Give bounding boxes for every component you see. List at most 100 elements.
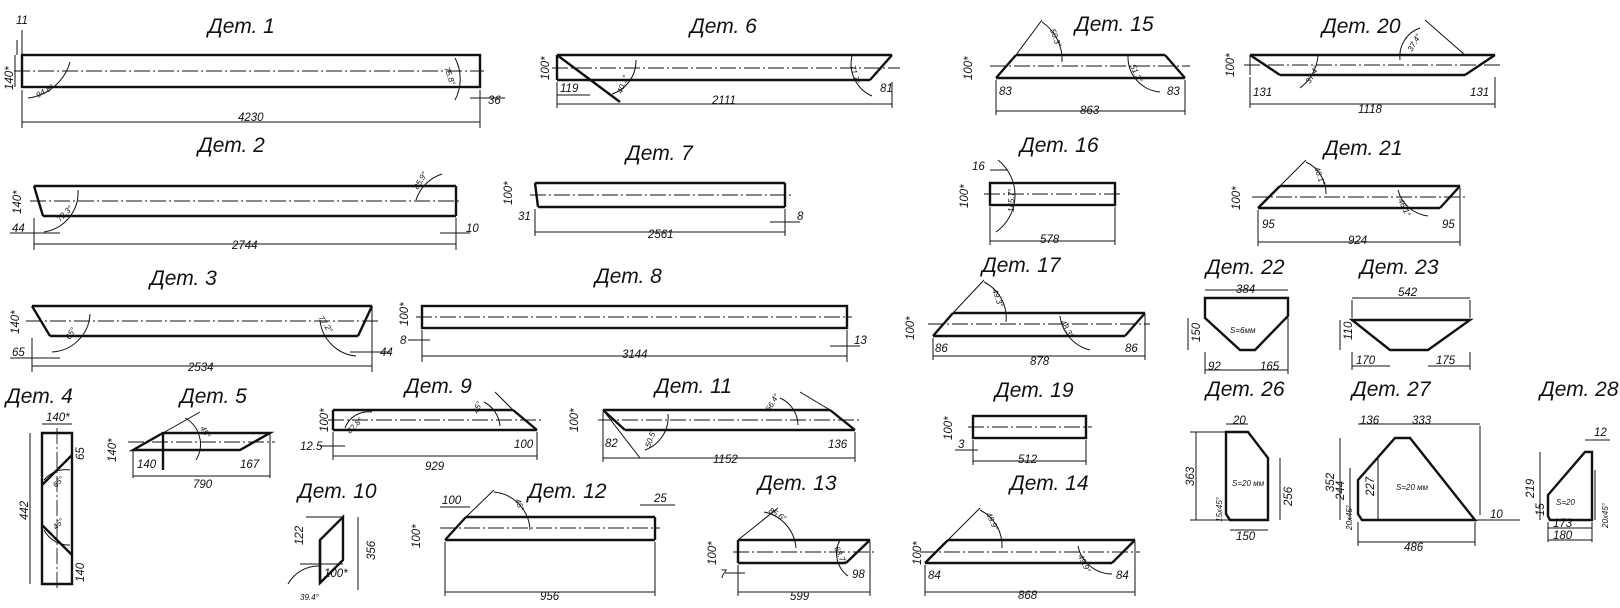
part-19: Дет. 19 100* 3 512 bbox=[943, 379, 1092, 466]
part-10-height: 356 bbox=[366, 540, 378, 560]
part-10: Дет. 10 122 356 100* 39.4° bbox=[287, 480, 378, 602]
part-12-height: 100* bbox=[411, 524, 423, 548]
part-17-title: Дет. 17 bbox=[980, 254, 1062, 277]
part-26-width: 150 bbox=[1236, 531, 1256, 543]
part-11-dim-82: 82 bbox=[605, 438, 618, 450]
part-28-dim-12: 12 bbox=[1594, 427, 1607, 439]
part-15: Дет. 15 100* 50.3° 51.3° 83 863 83 bbox=[963, 13, 1190, 117]
part-8-height: 100* bbox=[399, 302, 411, 326]
part-13-length: 599 bbox=[790, 591, 810, 603]
part-1: Дет. 1 4230 11 140* 94.8° 75.8° 36 bbox=[4, 15, 505, 128]
part-8-title: Дет. 8 bbox=[593, 265, 662, 288]
part-3-height: 140* bbox=[10, 310, 22, 334]
part-14: Дет. 14 100* 49.9° 49.9° 84 868 84 bbox=[912, 472, 1140, 602]
part-11: Дет. 11 100* 82 50.5° 56.4° 1152 136 bbox=[569, 375, 860, 466]
part-21-length: 924 bbox=[1348, 235, 1367, 247]
part-3-length: 2534 bbox=[187, 362, 214, 374]
part-8-length: 3144 bbox=[622, 349, 648, 361]
part-2-length: 2744 bbox=[231, 240, 258, 252]
part-4-width: 140* bbox=[46, 412, 70, 424]
part-17: Дет. 17 100* 49.3° 48.3° 86 878 86 bbox=[905, 254, 1150, 368]
part-17-dim-86-left: 86 bbox=[935, 343, 948, 355]
part-22-dim-165: 165 bbox=[1260, 361, 1280, 373]
part-17-height: 100* bbox=[905, 316, 917, 340]
part-17-length: 878 bbox=[1030, 356, 1050, 368]
part-3-angle-right: 77.2° bbox=[316, 314, 335, 335]
part-23-title: Дет. 23 bbox=[1358, 256, 1439, 279]
part-4-angle-bottom: 45° bbox=[51, 516, 66, 531]
part-27-title: Дет. 27 bbox=[1350, 378, 1432, 401]
part-15-dim-83-left: 83 bbox=[999, 86, 1012, 98]
part-2-angle-right: 85.9° bbox=[412, 170, 430, 191]
part-16-length: 578 bbox=[1040, 234, 1060, 246]
part-1-length: 4230 bbox=[238, 112, 264, 124]
part-27-dim-244: 244 bbox=[1335, 481, 1347, 501]
part-20-height: 100* bbox=[1225, 53, 1237, 77]
part-5-title: Дет. 5 bbox=[178, 385, 247, 408]
part-21-height: 100* bbox=[1231, 186, 1243, 210]
part-12-dim-100: 100 bbox=[442, 495, 462, 507]
part-27-dim-333: 333 bbox=[1412, 415, 1432, 427]
part-7-length: 2561 bbox=[647, 229, 674, 241]
part-3-angle-left: 65° bbox=[64, 325, 78, 341]
part-14-dim-84-right: 84 bbox=[1116, 570, 1129, 582]
part-9: Дет. 9 100* 12.5 82.8° 45° 929 100 bbox=[300, 375, 542, 473]
part-4-outline bbox=[40, 431, 74, 586]
part-27-dim-10: 10 bbox=[1490, 509, 1503, 521]
part-8: Дет. 8 100* 8 3144 13 bbox=[399, 265, 867, 362]
part-10-dim-100: 100* bbox=[324, 568, 348, 580]
part-26-chamfer: 15х45° bbox=[1215, 496, 1224, 522]
part-21: Дет. 21 100* 46.1° 46.1° 95 924 95 bbox=[1231, 137, 1465, 247]
part-28-width: 180 bbox=[1553, 530, 1573, 542]
part-4-title: Дет. 4 bbox=[4, 385, 73, 408]
part-13-height: 100* bbox=[707, 541, 719, 565]
part-15-title: Дет. 15 bbox=[1073, 13, 1154, 36]
part-16-dim-16: 16 bbox=[972, 161, 985, 173]
part-1-angle-left: 94.8° bbox=[35, 82, 56, 100]
part-11-height: 100* bbox=[569, 408, 581, 432]
part-28-dim-173: 173 bbox=[1553, 518, 1573, 530]
part-9-height: 100* bbox=[319, 408, 331, 432]
part-26-dim-20: 20 bbox=[1232, 415, 1246, 427]
part-22-width: 384 bbox=[1236, 284, 1255, 296]
part-26-height: 363 bbox=[1185, 466, 1197, 486]
part-6-height: 100* bbox=[540, 56, 552, 80]
part-11-dim-136: 136 bbox=[828, 439, 848, 451]
part-8-dim-8: 8 bbox=[400, 335, 407, 347]
part-20-title: Дет. 20 bbox=[1320, 15, 1401, 38]
part-4-angle-top: 65° bbox=[51, 474, 66, 489]
part-27-dim-136: 136 bbox=[1360, 415, 1380, 427]
part-26: Дет. 26 20 363 S=20 мм 256 15х45° 150 bbox=[1185, 378, 1295, 543]
part-27-width: 486 bbox=[1404, 542, 1424, 554]
part-12: Дет. 12 100 100* 45° 956 25 bbox=[411, 480, 675, 603]
part-28-dim-15: 15 bbox=[1535, 503, 1547, 516]
part-11-length: 1152 bbox=[713, 454, 738, 466]
part-5-dim-140: 140 bbox=[137, 459, 157, 471]
part-19-length: 512 bbox=[1018, 454, 1038, 466]
part-15-length: 863 bbox=[1080, 105, 1100, 117]
part-28-title: Дет. 28 bbox=[1538, 378, 1619, 401]
part-23-dim-175: 175 bbox=[1436, 355, 1456, 367]
part-20-dim-131-left: 131 bbox=[1253, 87, 1272, 99]
part-1-dim-11: 11 bbox=[16, 15, 28, 27]
part-3-dim-44: 44 bbox=[380, 347, 393, 359]
part-10-angle: 39.4° bbox=[300, 593, 320, 602]
part-4-dim-65: 65 bbox=[75, 447, 87, 460]
part-23: Дет. 23 542 110 170 175 bbox=[1339, 256, 1474, 370]
part-10-title: Дет. 10 bbox=[296, 480, 377, 503]
part-14-title: Дет. 14 bbox=[1008, 472, 1089, 495]
part-5-dim-167: 167 bbox=[240, 459, 260, 471]
part-14-dim-84-left: 84 bbox=[928, 570, 941, 582]
part-7-title: Дет. 7 bbox=[624, 142, 694, 165]
part-9-dim-12-5: 12.5 bbox=[300, 441, 323, 453]
part-5-top-face bbox=[128, 431, 275, 452]
part-22: Дет. 22 384 150 S=6мм 92 165 bbox=[1187, 256, 1290, 374]
part-2: Дет. 2 2744 140* 44 72.3° 85.9° 10 bbox=[10, 134, 479, 252]
part-21-dim-95-left: 95 bbox=[1262, 219, 1275, 231]
part-28-height: 219 bbox=[1525, 478, 1537, 499]
part-27-dim-227: 227 bbox=[1365, 476, 1377, 497]
part-17-angle-left: 49.3° bbox=[990, 288, 1005, 309]
part-20: Дет. 20 100* 37.4° 37.4° 131 1118 131 bbox=[1225, 15, 1500, 116]
part-27-thickness: S=20 мм bbox=[1396, 483, 1429, 492]
